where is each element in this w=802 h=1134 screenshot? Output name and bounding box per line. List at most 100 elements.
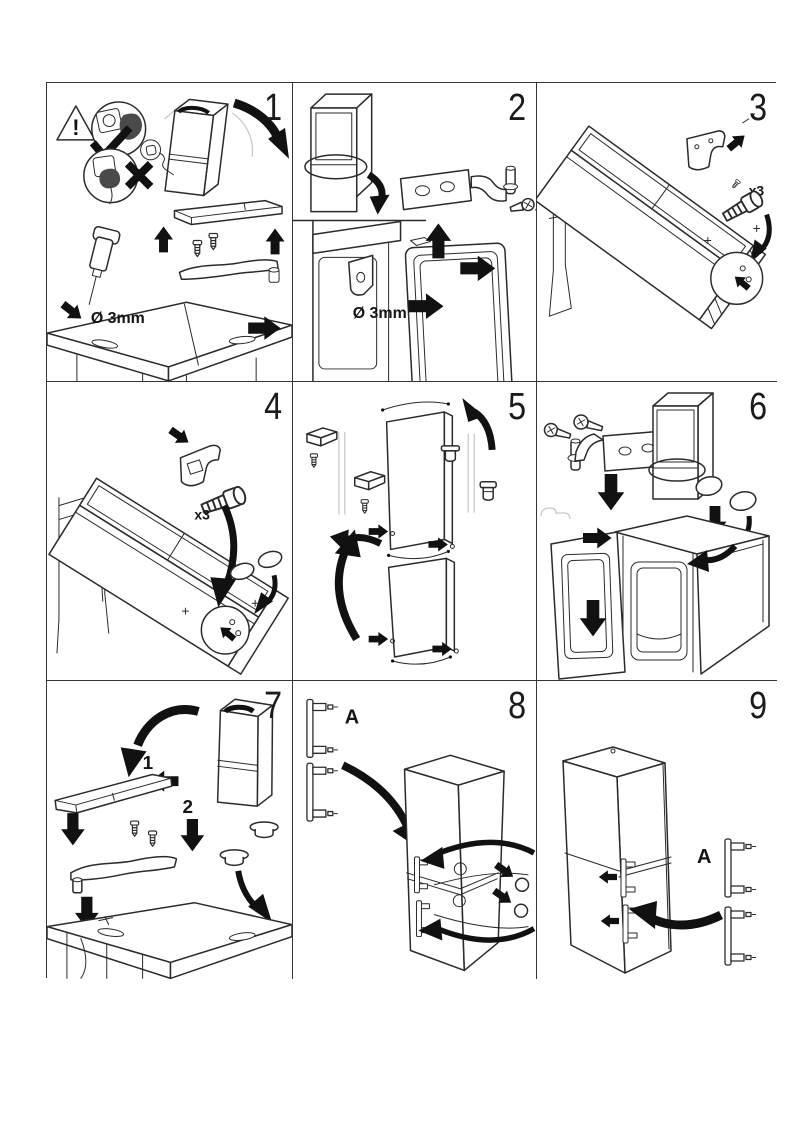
cap-part xyxy=(219,849,249,867)
step-number: 3 xyxy=(749,87,767,129)
step-1-illustration: ! xyxy=(47,98,292,381)
step-panel-7: 7 1 2 xyxy=(47,681,293,979)
pin-arrow xyxy=(368,631,389,647)
step-9-illustration: A xyxy=(562,746,757,974)
tilted-fridge-illustration xyxy=(537,125,767,330)
warning-triangle-icon: ! xyxy=(56,105,96,141)
handle-part xyxy=(54,773,173,814)
step-panel-1: 1 ! xyxy=(47,83,293,382)
pull-cord-forbidden-icon xyxy=(83,148,154,205)
screw-icon xyxy=(192,239,203,258)
bottom-hinge-bracket xyxy=(179,444,222,487)
step-number: 6 xyxy=(749,386,767,428)
ghost-outline xyxy=(540,507,571,520)
handle-part xyxy=(173,199,283,226)
substep-2-label: 2 xyxy=(182,797,193,818)
step-6-illustration xyxy=(540,392,770,680)
insert-arrow xyxy=(723,129,750,155)
fridge-top-illustration xyxy=(47,301,292,381)
substep-1-label: 1 xyxy=(143,753,154,774)
screw-icon xyxy=(360,499,369,514)
step-panel-2: 2 xyxy=(293,83,537,382)
drill-diameter-label: Ø 3mm xyxy=(91,310,145,327)
hinge-stop-part xyxy=(306,427,338,447)
down-arrow xyxy=(61,813,85,846)
screw-icon xyxy=(309,453,319,468)
cap-icons xyxy=(229,550,283,581)
down-arrow xyxy=(597,474,625,511)
bolt-icon xyxy=(719,188,766,226)
fridge-illustration xyxy=(164,98,229,197)
screw-icon xyxy=(535,203,536,214)
tilted-fridge-illustration xyxy=(48,477,289,675)
middle-hinge-part xyxy=(399,165,536,214)
drill-illustration xyxy=(88,226,121,305)
fridge-illustration xyxy=(648,392,714,500)
step-3-illustration: x3 xyxy=(537,113,772,330)
rotation-arrow-upper xyxy=(433,839,536,858)
fridge-illustration xyxy=(562,746,672,974)
hole-plug-icons xyxy=(513,877,530,918)
svg-text:!: ! xyxy=(72,115,79,140)
insert-arrow xyxy=(165,423,194,450)
remove-handle-arrow xyxy=(133,705,200,748)
step-grid: 1 ! xyxy=(46,82,777,979)
step-panel-8: 8 A xyxy=(293,681,537,979)
mount-arrow xyxy=(221,504,238,587)
step-panel-9: 9 xyxy=(537,681,777,979)
fridge-illustration xyxy=(304,93,373,213)
upper-door xyxy=(381,401,454,551)
hinge-bar-part xyxy=(70,855,178,894)
cap-part xyxy=(440,445,461,462)
screw-dots xyxy=(742,113,756,124)
rotation-arrow-lower xyxy=(431,924,536,943)
power-socket-icon xyxy=(140,139,174,176)
step-5-illustration xyxy=(306,398,497,665)
step-panel-5: 5 xyxy=(293,382,537,681)
screw-icon xyxy=(130,820,140,837)
step-8-illustration: A xyxy=(306,698,536,972)
fridge-illustration xyxy=(403,754,505,972)
mount-handles-arrow xyxy=(341,761,412,829)
bushing-part xyxy=(479,480,497,501)
detail-circle xyxy=(704,225,764,306)
door-handle-part xyxy=(724,838,757,898)
pin-dots xyxy=(390,531,459,654)
bottom-hinge-bracket xyxy=(686,130,726,171)
screw-icon xyxy=(147,830,158,847)
drill-diameter-label: Ø 3mm xyxy=(353,305,407,322)
unplug-socket-ok-icon xyxy=(89,101,147,162)
screw-icon xyxy=(509,197,535,212)
screw-count-label: x3 xyxy=(194,507,210,523)
step-2-illustration: Ø 3mm xyxy=(293,93,536,381)
step-number: 5 xyxy=(508,386,526,428)
cap-part xyxy=(249,821,279,839)
door-handle-part xyxy=(724,906,757,966)
screw-icon xyxy=(730,178,741,190)
step-number: 1 xyxy=(264,87,282,129)
fridge-top-illustration xyxy=(47,901,292,979)
swap-arrow-large xyxy=(334,545,361,642)
detail-arrow xyxy=(366,171,386,200)
hinge-bracket-part xyxy=(178,259,280,283)
step-panel-3: 3 xyxy=(537,83,777,382)
step-number: 9 xyxy=(749,685,767,727)
hinge-assembly xyxy=(543,414,666,472)
fridge-illustration xyxy=(216,698,274,807)
door-seal-detail xyxy=(312,219,513,381)
up-arrow xyxy=(265,228,285,255)
part-a-label: A xyxy=(697,846,711,868)
hinge-stop-part xyxy=(353,470,386,491)
part-a-label: A xyxy=(345,706,359,728)
step-panel-4: 4 xyxy=(47,382,293,681)
drill-point-arrow xyxy=(57,297,87,326)
detail-circle xyxy=(181,599,259,655)
step-panel-6: 6 xyxy=(537,382,777,681)
screw-icon xyxy=(208,232,219,251)
leader-curves xyxy=(433,872,529,929)
cap-icons xyxy=(695,475,757,512)
guide-lines xyxy=(338,431,475,515)
down-arrow xyxy=(180,819,205,852)
step-number: 2 xyxy=(508,87,526,129)
